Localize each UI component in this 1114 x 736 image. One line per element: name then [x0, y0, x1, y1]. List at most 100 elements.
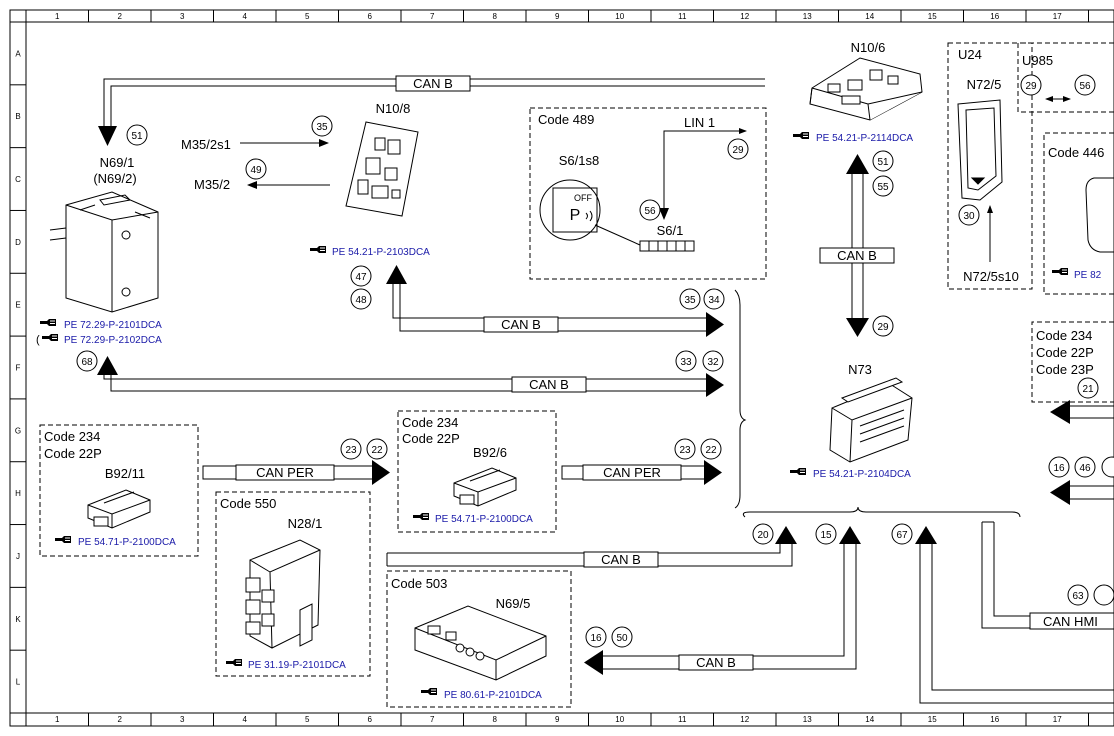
arrow-up-icon [915, 526, 937, 544]
ref-marker: 29 [1025, 81, 1037, 92]
ref-marker: 51 [877, 157, 889, 168]
ref-marker: 50 [616, 633, 628, 644]
component-b92-11: Code 234 Code 22P B92/11 PE 54.71-P-2100… [39, 424, 199, 557]
option-code: Code 22P [402, 431, 460, 446]
reference-link[interactable]: PE 54.71-P-2100DCA [435, 514, 533, 525]
switch-icon-text: OFF [574, 193, 592, 203]
component-label: N28/1 [288, 516, 323, 531]
can-b-n10-8-bus: CAN B 35 34 [386, 265, 725, 337]
component-label: N10/6 [851, 40, 886, 55]
ref-marker: 49 [250, 165, 262, 176]
grid-column-label: 13 [803, 12, 812, 21]
reference-link[interactable]: PE 31.19-P-2101DCA [248, 660, 346, 671]
reference-link[interactable]: PE 54.21-P-2104DCA [813, 469, 911, 480]
option-code: Code 234 [1036, 328, 1092, 343]
grid-column-label: 2 [118, 715, 123, 724]
option-code: Code 503 [391, 576, 447, 591]
arrow-up-icon [846, 154, 869, 174]
grid-column-label: 12 [740, 12, 749, 21]
can-b-n69-1-bus: CAN B 68 33 32 [76, 350, 724, 397]
module-drawing [345, 121, 419, 217]
ref-marker: 20 [757, 530, 769, 541]
option-code: Code 23P [1036, 362, 1094, 377]
component-n69-1: 51 N69/1 (N69/2) PE 72.29-P-2101DCA ( PE… [36, 124, 162, 346]
arrow-down-icon [846, 318, 869, 337]
arrow-up-icon [839, 526, 861, 544]
ref-marker: 21 [1082, 384, 1094, 395]
grid-column-label: 6 [368, 12, 373, 21]
bus-label: CAN B [696, 655, 736, 670]
arrow-left-icon [1050, 480, 1070, 505]
arrow-up-icon [97, 356, 118, 375]
reference-link[interactable]: PE 72.29-P-2101DCA [64, 320, 162, 331]
reference-hand-icon [310, 246, 326, 253]
code-489-box: Code 489 LIN 1 29 56 S6/1s8 OFF P S6/1 [529, 107, 767, 280]
grid-row-label: J [16, 552, 20, 561]
reference-link[interactable]: PE 72.29-P-2102DCA [64, 335, 162, 346]
component-label: B92/11 [105, 466, 145, 481]
arrow-up-icon [386, 265, 407, 284]
component-alt-label: (N69/2) [93, 171, 136, 186]
grid-column-label: 7 [430, 715, 435, 724]
reference-link[interactable]: PE 54.21-P-2103DCA [332, 247, 430, 258]
component-label: N69/5 [496, 596, 531, 611]
reference-link[interactable]: PE 54.21-P-2114DCA [816, 133, 913, 144]
component-label: M35/2 [194, 177, 230, 192]
component-b92-6: Code 234 Code 22P B92/6 PE 54.71-P-2100D… [397, 410, 557, 533]
ref-marker: 23 [345, 445, 357, 456]
grid-column-label: 16 [990, 12, 999, 21]
reference-link[interactable]: PE 82 [1074, 270, 1102, 281]
component-label: U985 [1022, 53, 1053, 68]
component-label: B92/6 [473, 445, 507, 460]
grid-row-label: K [15, 615, 21, 624]
reference-hand-icon [42, 334, 58, 341]
ref-marker: 48 [355, 295, 367, 306]
component-label: N73 [848, 362, 872, 377]
component-label: N72/5 [967, 77, 1002, 92]
frame [9, 9, 1114, 727]
reference-link[interactable]: PE 54.71-P-2100DCA [78, 537, 176, 548]
option-code: Code 234 [44, 429, 100, 444]
component-n28-1: Code 550 N28/1 PE 31.19-P-2101DCA [215, 491, 371, 677]
arrow-up-icon [775, 526, 797, 544]
ref-marker: 63 [1072, 591, 1084, 602]
connector-label: S6/1 [657, 223, 684, 238]
can-b-lower-bus: CAN B 20 [386, 523, 797, 568]
ref-marker: 23 [679, 445, 691, 456]
ref-marker: 68 [81, 357, 93, 368]
bus-label: CAN B [837, 248, 877, 263]
arrow-down-icon [98, 126, 117, 146]
can-hmi-bus: CAN HMI 63 [981, 521, 1114, 630]
grid-column-label: 17 [1053, 715, 1062, 724]
grid-column-label: 13 [803, 715, 812, 724]
grid-column-label: 17 [1053, 12, 1062, 21]
bus-label: CAN B [601, 552, 641, 567]
can-b-lowest-bus: CAN B 15 16 50 [584, 523, 861, 675]
ref-marker: 15 [820, 530, 832, 541]
grid-column-label: 7 [430, 12, 435, 21]
component-label: N10/8 [376, 101, 411, 116]
grid-row-label: H [15, 489, 21, 498]
grid-column-label: 10 [615, 12, 624, 21]
grid-row-label: F [16, 364, 21, 373]
reference-hand-icon [1052, 268, 1068, 275]
grid-column-label: 9 [555, 715, 560, 724]
bus-67: 67 [891, 523, 1114, 704]
ref-marker: 29 [732, 145, 744, 156]
module-drawing [809, 57, 923, 121]
bus-label: CAN HMI [1043, 614, 1098, 629]
option-code: Code 550 [220, 496, 276, 511]
grid-column-label: 3 [180, 715, 185, 724]
right-bus-arrow: 16 46 [1048, 456, 1114, 505]
arrow-right-icon [706, 373, 724, 397]
reference-hand-icon [793, 132, 809, 139]
grid-column-label: 6 [368, 715, 373, 724]
bus-label: CAN B [529, 377, 569, 392]
paren: ( [36, 334, 40, 346]
grid-column-label: 3 [180, 12, 185, 21]
ref-marker: 47 [355, 272, 367, 283]
reference-link[interactable]: PE 80.61-P-2101DCA [444, 690, 542, 701]
grid-row-label: B [15, 112, 20, 121]
reference-hand-icon [226, 659, 242, 666]
